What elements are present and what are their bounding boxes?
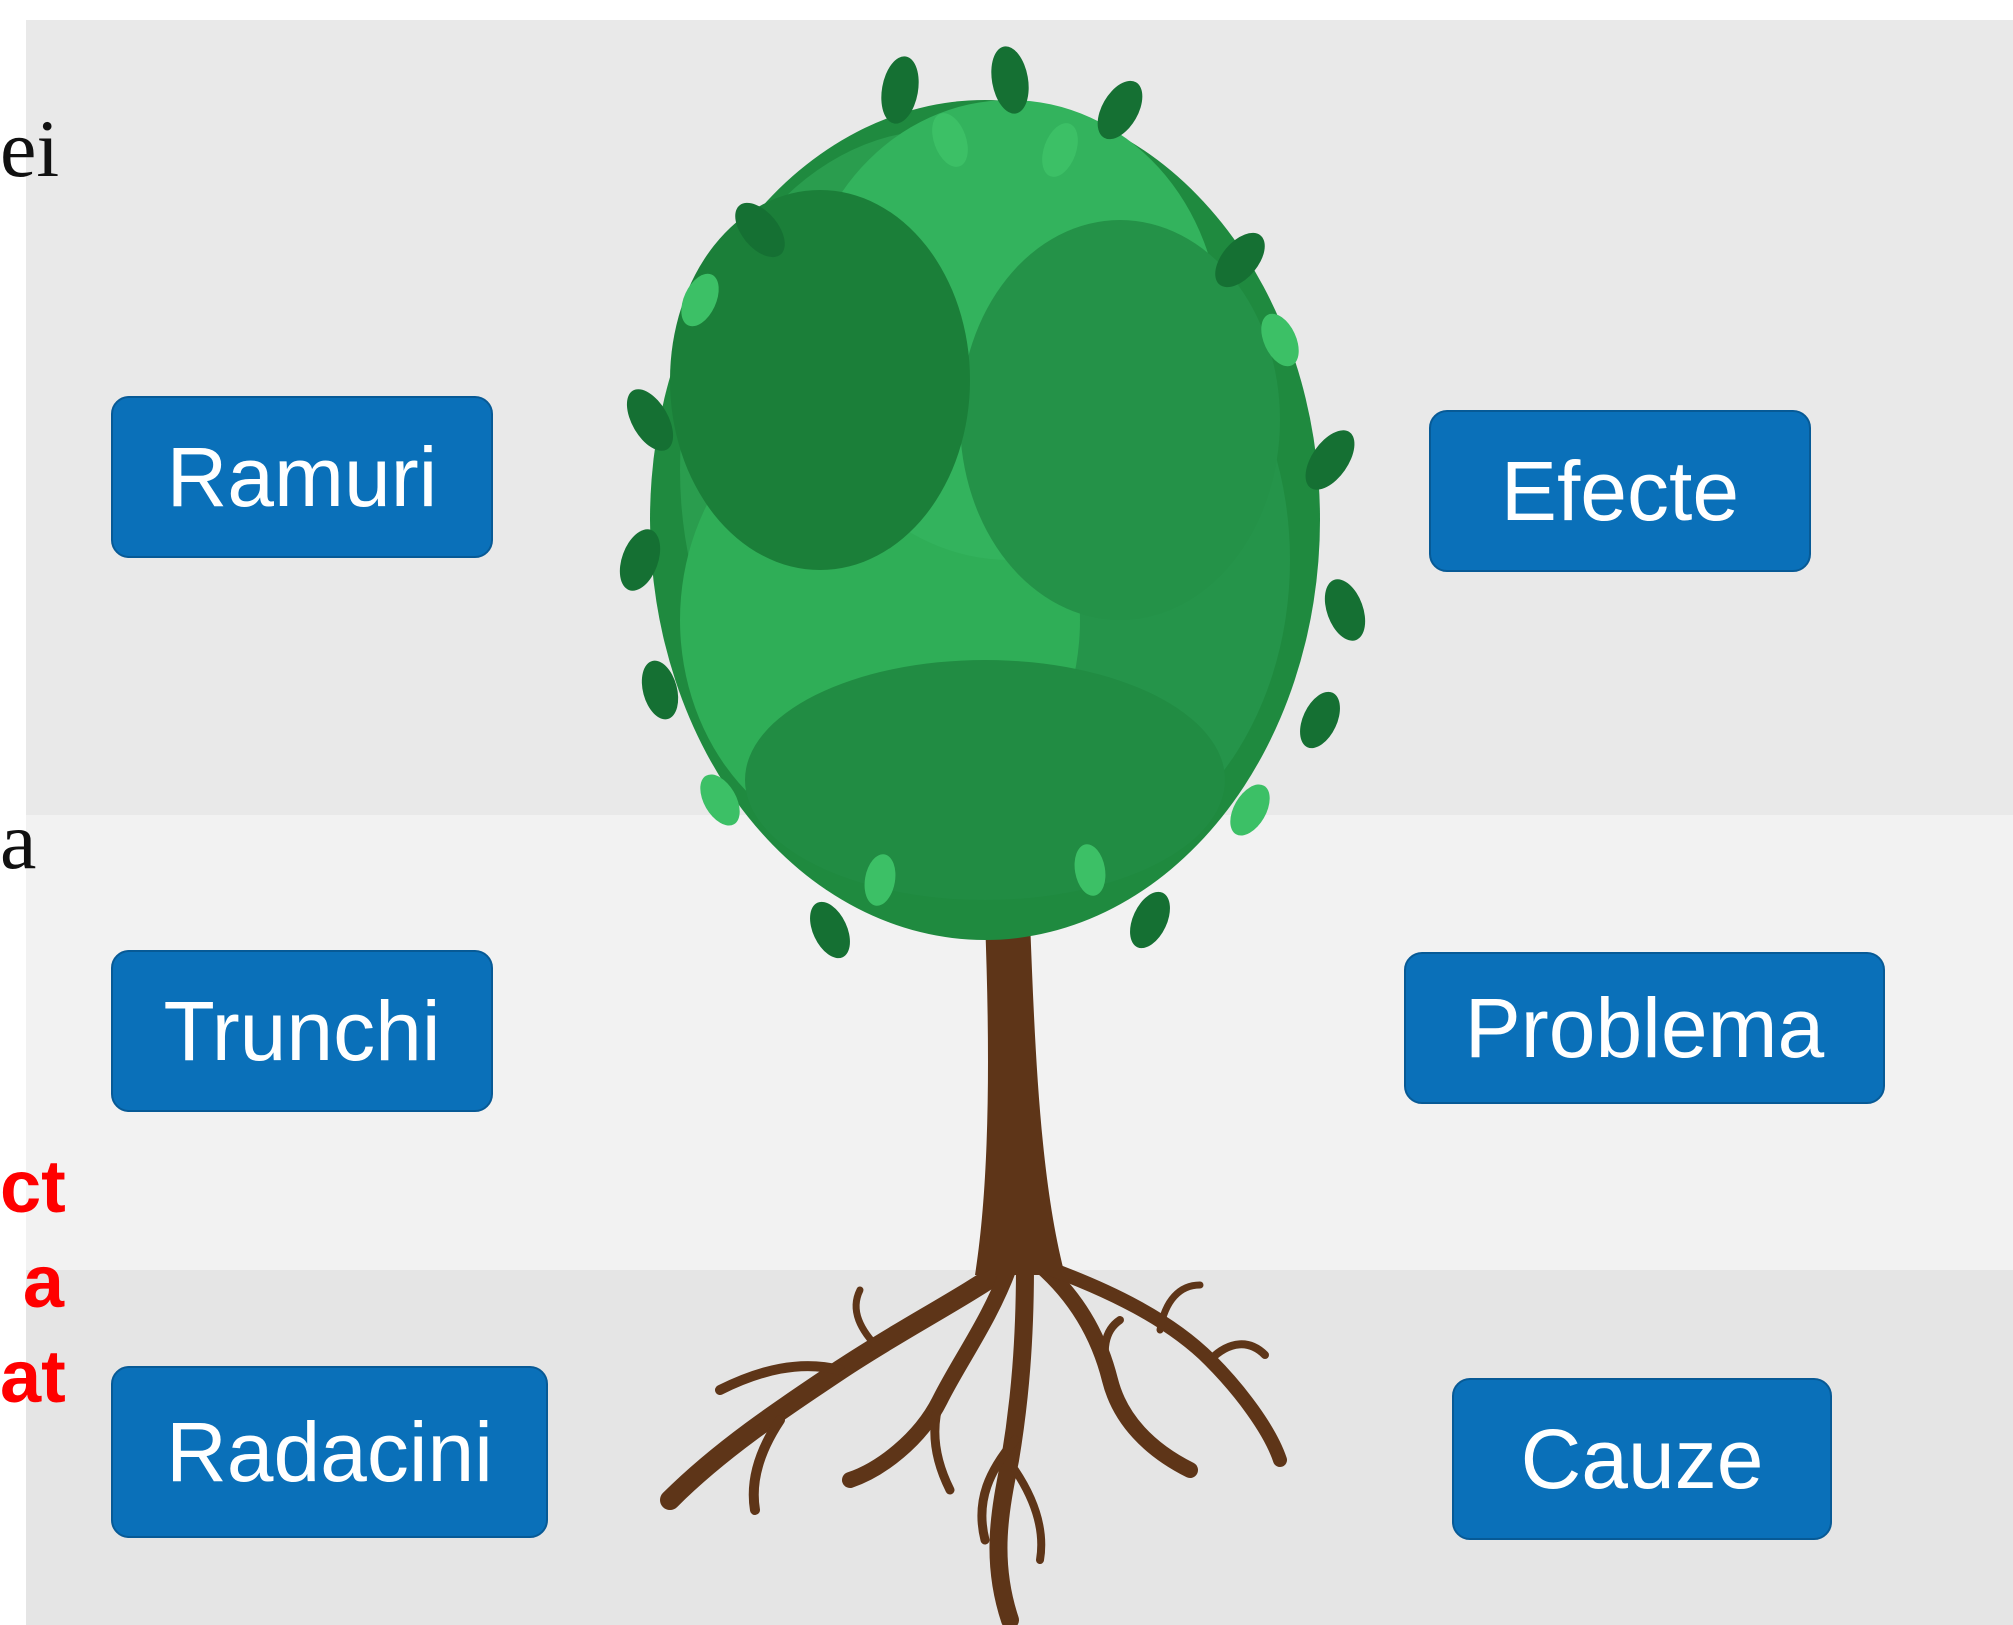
label-radacini: Radacini [111, 1366, 548, 1538]
tree-trunk [975, 920, 1065, 1275]
cutoff-red-text-1: ct [0, 1145, 66, 1228]
tree-crown [619, 46, 1366, 959]
label-problema: Problema [1404, 952, 1885, 1104]
cutoff-red-text-3: at [0, 1335, 66, 1418]
cutoff-text-top: ei [0, 103, 60, 194]
label-efecte: Efecte [1429, 410, 1811, 572]
tree-roots [660, 1255, 1287, 1625]
label-trunchi: Trunchi [111, 950, 493, 1112]
cutoff-text-middle: a [0, 795, 37, 886]
label-cauze: Cauze [1452, 1378, 1832, 1540]
cutoff-red-text-2: a [22, 1240, 64, 1323]
label-ramuri: Ramuri [111, 396, 493, 558]
